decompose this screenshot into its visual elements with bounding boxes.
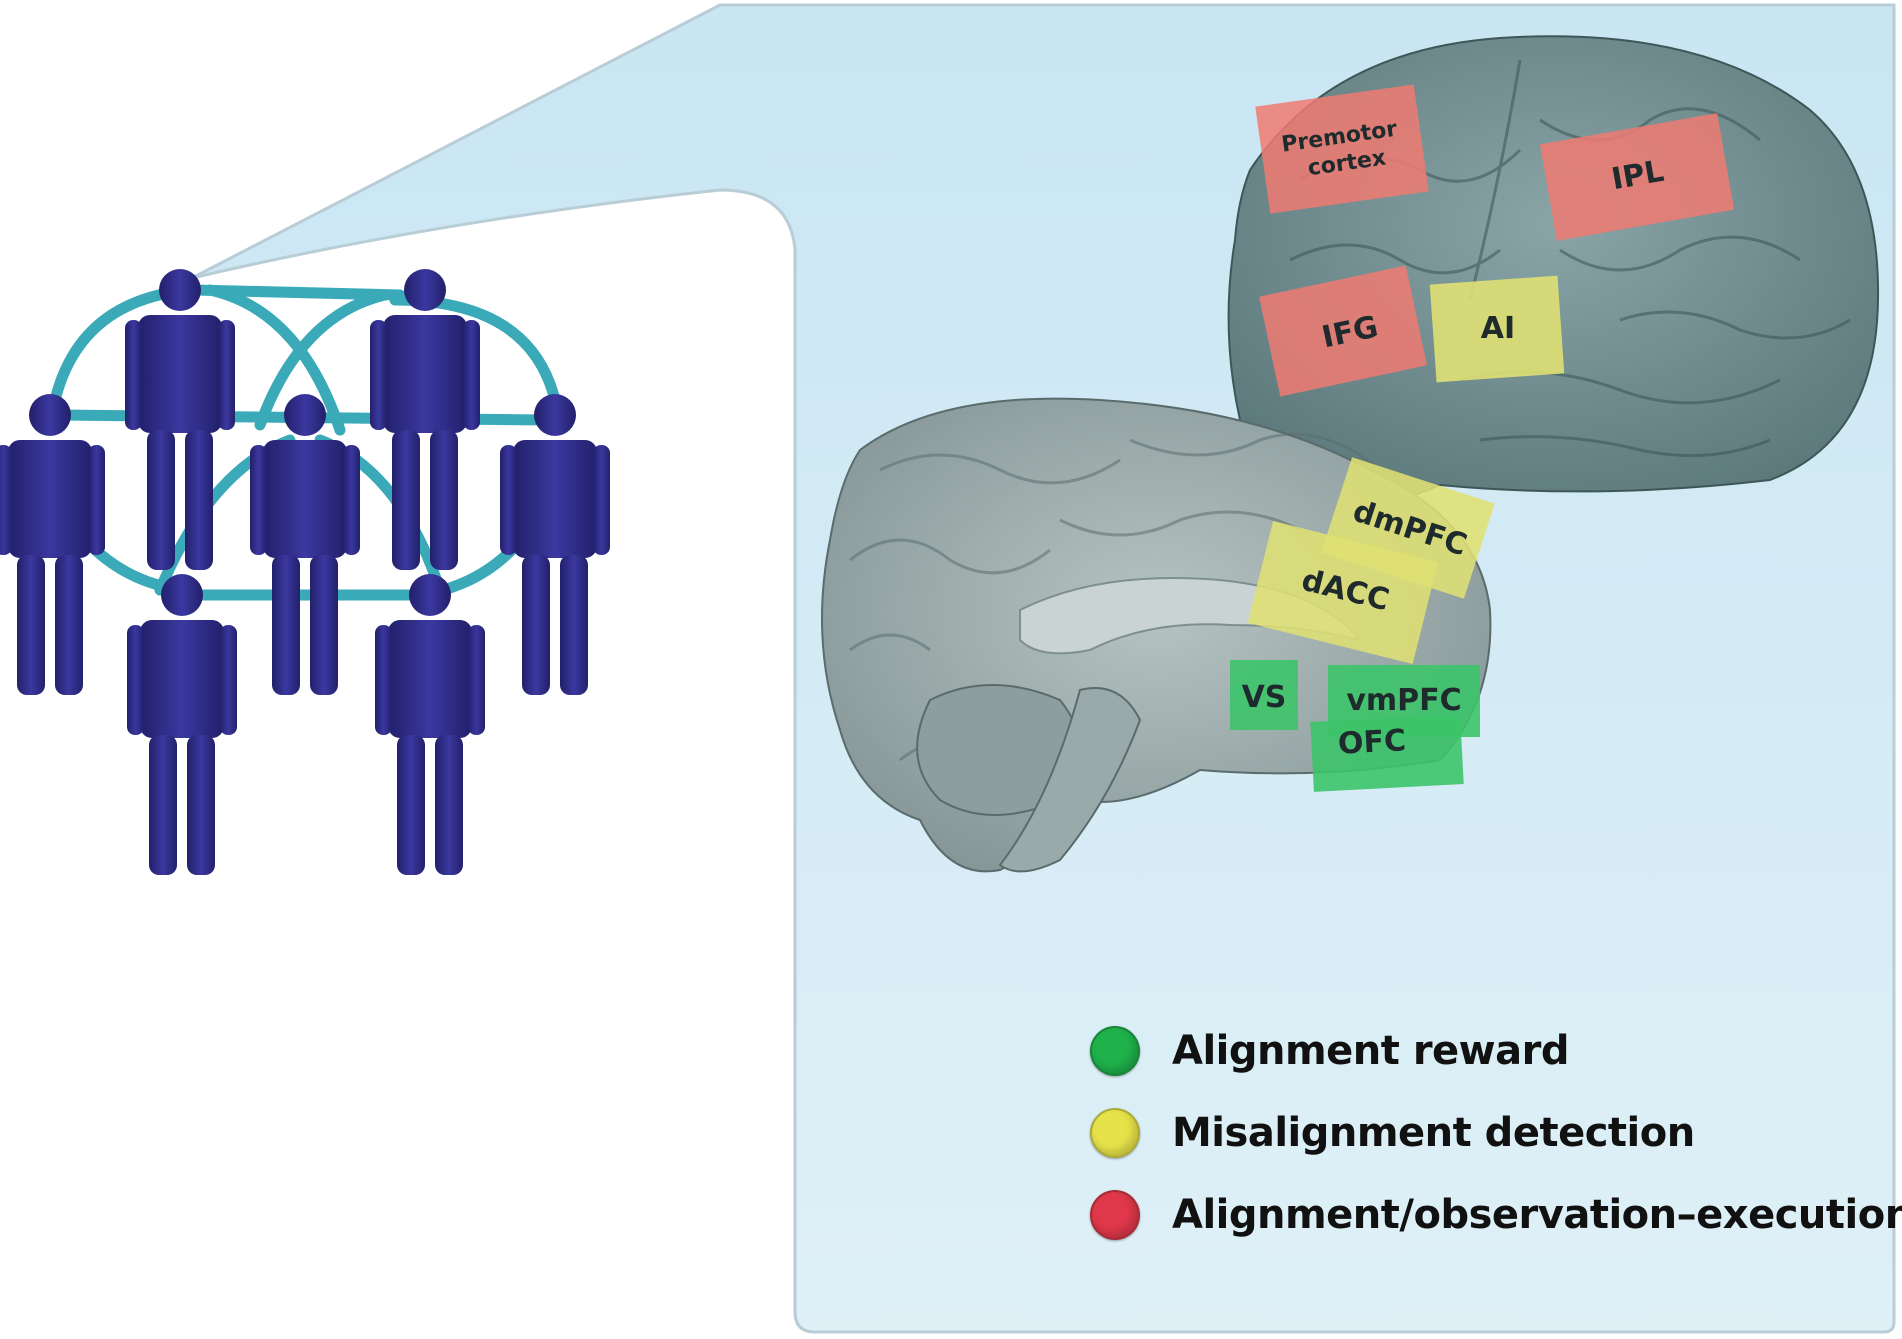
legend-label: Alignment reward: [1172, 1028, 1569, 1074]
dacc-zone: [1247, 520, 1439, 664]
ai-label: AI: [1481, 311, 1515, 346]
person-icon: [370, 269, 480, 570]
legend-label: Misalignment detection: [1172, 1110, 1695, 1156]
person-icon: [0, 394, 105, 695]
ofc-label: OFC: [1337, 723, 1407, 762]
people-network: [0, 269, 610, 875]
legend-dot-yellow: [1090, 1108, 1140, 1158]
person-icon: [127, 574, 237, 875]
legend-dot-green: [1090, 1026, 1140, 1076]
ipl-zone: [1539, 113, 1735, 241]
brain-medial: dmPFC dACC VS vmPFC OFC: [821, 397, 1495, 873]
vs-zone: [1230, 660, 1298, 730]
legend-dot-red: [1090, 1190, 1140, 1240]
person-icon: [125, 269, 235, 570]
legend-item-alignment-observation-execution: Alignment/observation–execution: [1090, 1174, 1902, 1256]
ofc-zone: [1310, 714, 1464, 792]
vmpfc-label: vmPFC: [1346, 683, 1461, 718]
premotor-cortex-zone: [1255, 84, 1429, 214]
legend-item-alignment-reward: Alignment reward: [1090, 1010, 1890, 1092]
brain-lateral: Premotor cortex IPL IFG AI: [1227, 35, 1880, 509]
brainstem: [998, 687, 1142, 873]
legend-item-misalignment-detection: Misalignment detection: [1090, 1092, 1890, 1174]
vs-label: VS: [1242, 680, 1287, 715]
person-icon: [250, 394, 360, 695]
legend: Alignment reward Misalignment detection …: [1090, 1010, 1902, 1256]
person-icon: [375, 574, 485, 875]
ai-zone: [1429, 275, 1565, 383]
ifg-zone: [1259, 265, 1427, 397]
legend-label: Alignment/observation–execution: [1172, 1192, 1902, 1238]
person-icon: [500, 394, 610, 695]
